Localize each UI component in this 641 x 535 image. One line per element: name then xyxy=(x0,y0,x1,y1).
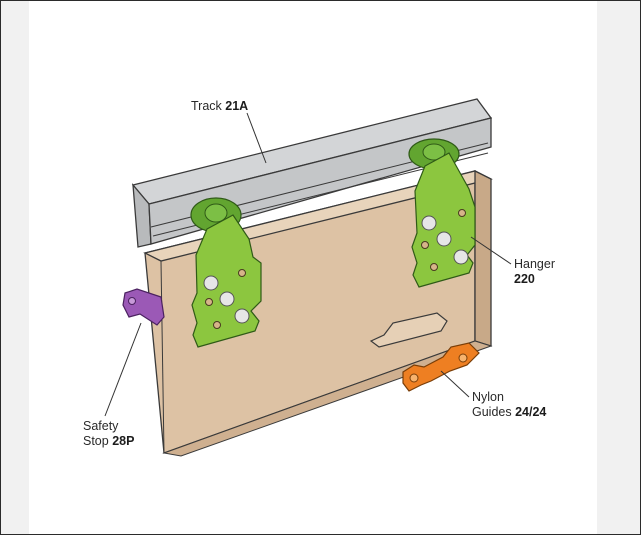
screw-icon xyxy=(436,231,452,247)
screw-icon xyxy=(453,249,469,265)
hole-icon xyxy=(421,241,429,249)
wheel-right-hub xyxy=(422,143,446,161)
screw-icon xyxy=(234,308,250,324)
leader-lines xyxy=(104,112,512,417)
track-label: Track 21A xyxy=(191,99,248,114)
door-handle-recess xyxy=(369,312,448,348)
hanger-left xyxy=(190,197,262,348)
nylon-guides-24-24 xyxy=(402,342,480,392)
hanger-leader-line xyxy=(470,236,512,265)
screw-icon xyxy=(421,215,437,231)
hole-icon xyxy=(205,298,213,306)
hanger-right xyxy=(408,138,476,288)
nylon-guides-label: Nylon Guides 24/24 xyxy=(472,390,546,420)
track-leader-line xyxy=(246,112,267,164)
track-label-code: 21A xyxy=(225,99,249,113)
nylon-guides-leader-line xyxy=(440,370,470,398)
door-side-edge xyxy=(474,169,492,347)
nylon-guide-hole xyxy=(409,373,419,383)
safety-stop-label-line1: Safety xyxy=(83,419,119,433)
screw-icon xyxy=(219,291,235,307)
safety-stop-label: Safety Stop 28P xyxy=(83,419,134,449)
safety-stop-28p xyxy=(122,288,165,326)
hole-icon xyxy=(238,269,246,277)
wheel-left-hub xyxy=(204,203,228,223)
nylon-guides-label-code: 24/24 xyxy=(515,405,547,419)
safety-stop-label-name: Stop xyxy=(83,434,109,448)
safety-stop-leader-line xyxy=(104,322,142,417)
nylon-guides-label-line1: Nylon xyxy=(472,390,504,404)
hanger-label: Hanger 220 xyxy=(514,257,555,287)
right-margin-panel xyxy=(597,1,640,534)
nylon-guide-hole xyxy=(458,353,468,363)
nylon-guides-label-name: Guides xyxy=(472,405,512,419)
hole-icon xyxy=(213,321,221,329)
hole-icon xyxy=(430,263,438,271)
left-margin-panel xyxy=(1,1,29,534)
safety-stop-hole xyxy=(128,297,136,305)
safety-stop-label-code: 28P xyxy=(112,434,135,448)
hanger-label-code: 220 xyxy=(514,272,535,286)
hanger-label-name: Hanger xyxy=(514,257,555,271)
door-inner-line xyxy=(160,260,165,454)
hole-icon xyxy=(458,209,466,217)
track-label-name: Track xyxy=(191,99,222,113)
screw-icon xyxy=(203,275,219,291)
